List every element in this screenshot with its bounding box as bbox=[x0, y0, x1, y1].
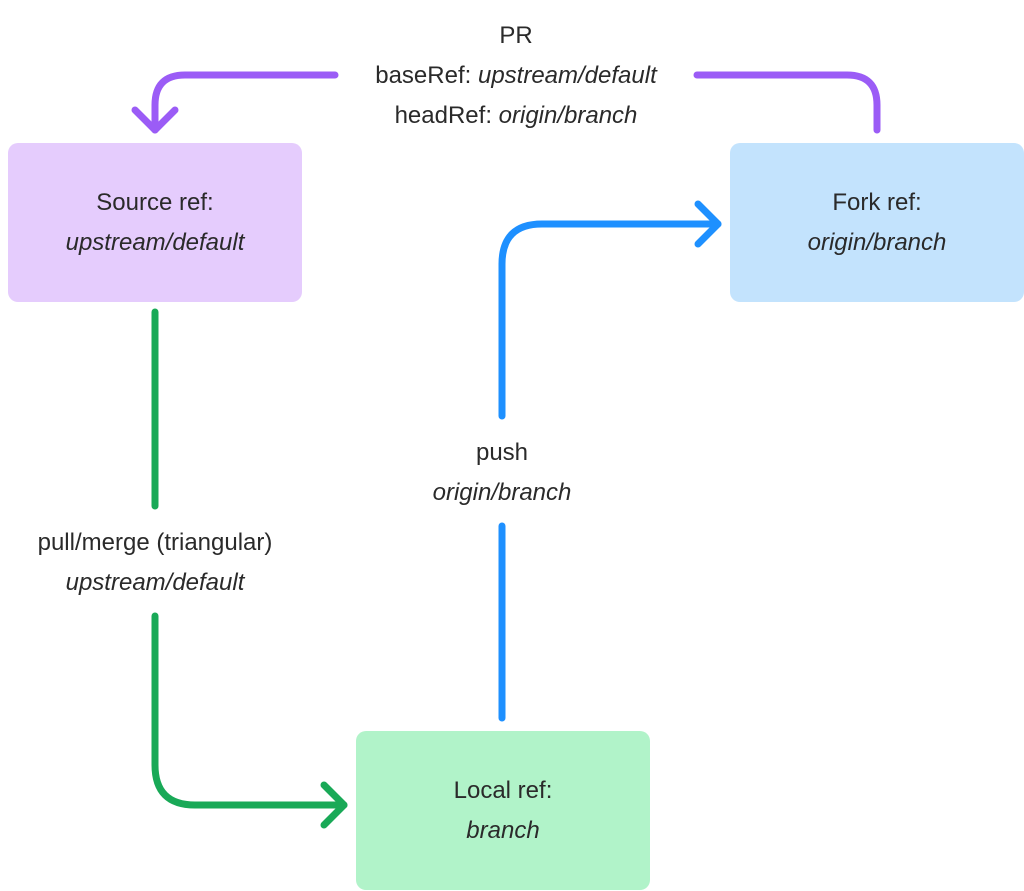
fork-ref-box: Fork ref: origin/branch bbox=[730, 143, 1024, 302]
pr-arrow-line-left bbox=[151, 71, 339, 134]
pr-base-value: upstream/default bbox=[477, 62, 657, 89]
pull-label-title: pull/merge (triangular) bbox=[37, 529, 273, 556]
pr-head-value: origin/branch bbox=[498, 102, 638, 129]
source-ref-box: Source ref: upstream/default bbox=[8, 143, 302, 302]
push-arrow bbox=[498, 200, 722, 722]
pr-arrow bbox=[131, 71, 881, 134]
pull-arrow bbox=[151, 308, 348, 829]
pr-head-key: headRef: bbox=[394, 102, 492, 129]
push-label-title: push bbox=[475, 439, 529, 466]
pr-base-key: baseRef: bbox=[375, 62, 472, 89]
source-ref-value: upstream/default bbox=[65, 228, 245, 256]
local-ref-title: Local ref: bbox=[453, 776, 553, 804]
local-ref-box: Local ref: branch bbox=[356, 731, 650, 890]
pr-arrow-line-right bbox=[693, 71, 881, 134]
pr-label-head: headRef: origin/branch bbox=[336, 96, 696, 136]
fork-ref-value: origin/branch bbox=[807, 228, 947, 256]
push-label: push origin/branch bbox=[392, 433, 612, 513]
pull-arrow-line-lower bbox=[151, 612, 348, 809]
push-label-ref: origin/branch bbox=[432, 479, 572, 506]
pull-arrowhead bbox=[320, 781, 348, 829]
source-ref-title: Source ref: bbox=[96, 188, 214, 216]
push-arrowhead bbox=[694, 200, 722, 248]
fork-ref-title: Fork ref: bbox=[832, 188, 922, 216]
pr-label: PR baseRef: upstream/default headRef: or… bbox=[336, 16, 696, 136]
pull-label-ref: upstream/default bbox=[65, 569, 245, 596]
local-ref-value: branch bbox=[466, 816, 540, 844]
pr-label-base: baseRef: upstream/default bbox=[336, 56, 696, 96]
push-arrow-line-upper bbox=[498, 220, 722, 420]
pr-arrowhead bbox=[131, 106, 179, 134]
pr-label-title: PR bbox=[499, 22, 533, 49]
pull-label: pull/merge (triangular) upstream/default bbox=[0, 523, 310, 603]
